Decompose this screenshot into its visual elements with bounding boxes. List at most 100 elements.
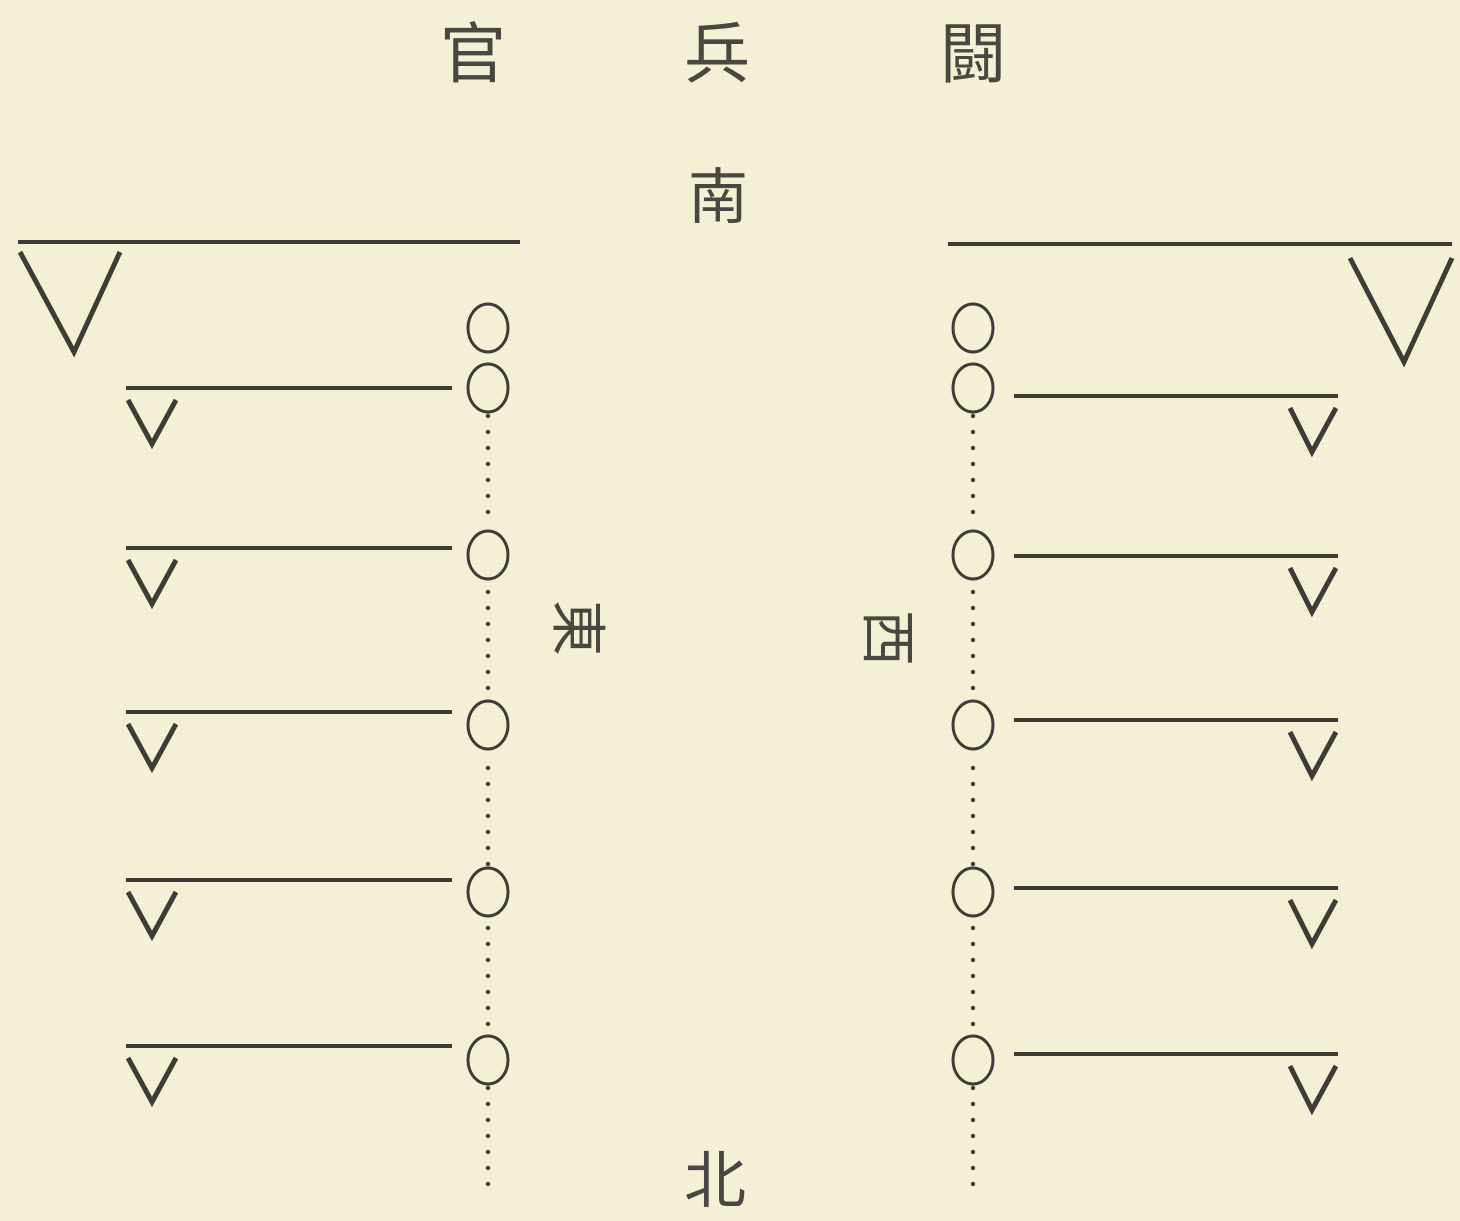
title-char-1: 官 (440, 16, 506, 93)
right-column-dot (970, 925, 976, 931)
left-formation (17, 240, 520, 1187)
right-column-dot (970, 445, 976, 451)
title-char-3: 闘 (940, 16, 1006, 93)
left-commander-marker (17, 250, 123, 358)
left-column-dot (485, 509, 491, 515)
right-column-circle (951, 699, 995, 751)
left-column-dot (485, 829, 491, 835)
left-column-dot (485, 685, 491, 691)
left-column-circle (466, 699, 510, 751)
left-column-dot (485, 621, 491, 627)
right-column-dot (970, 621, 976, 627)
left-column-dot (485, 461, 491, 467)
right-column-dot (970, 1005, 976, 1011)
left-column-dot (485, 1181, 491, 1187)
right-column-dot (970, 605, 976, 611)
left-soldier-marker (125, 558, 179, 610)
right-column-dot (970, 1101, 976, 1107)
right-soldier-marker (1287, 406, 1339, 458)
left-column-dot (485, 1117, 491, 1123)
right-column-dot (970, 1181, 976, 1187)
right-column-circle (951, 302, 995, 354)
right-soldier-marker (1287, 566, 1339, 618)
right-column-dot (970, 781, 976, 787)
right-column-dot (970, 669, 976, 675)
right-column-dot (970, 637, 976, 643)
left-column-dot (485, 1005, 491, 1011)
right-column-dot (970, 765, 976, 771)
right-soldier-marker (1287, 898, 1339, 950)
left-column-dot (485, 1149, 491, 1155)
left-column-dot (485, 941, 491, 947)
left-column-dot (485, 653, 491, 659)
right-column-dot (970, 861, 976, 867)
left-column-dot (485, 861, 491, 867)
left-column-dot (485, 797, 491, 803)
right-column-dot (970, 813, 976, 819)
left-column-dot (485, 669, 491, 675)
left-column-circle (466, 1034, 510, 1086)
left-column-dot (485, 1101, 491, 1107)
left-column-dot (485, 637, 491, 643)
right-column-dot (970, 1021, 976, 1027)
direction-north-label: 北 (684, 1144, 747, 1217)
right-column-dot (970, 973, 976, 979)
left-column-dot (485, 1133, 491, 1139)
right-commander-marker (1347, 256, 1455, 368)
direction-south-label: 南 (688, 163, 748, 233)
left-column-dot (485, 413, 491, 419)
right-formation (948, 242, 1455, 1187)
left-column-dot (485, 989, 491, 995)
right-soldier-marker (1287, 730, 1339, 782)
left-soldier-marker (125, 1056, 179, 1108)
left-column-dot (485, 1165, 491, 1171)
left-column-dot (485, 813, 491, 819)
left-column-dot (485, 973, 491, 979)
right-column-dot (970, 493, 976, 499)
right-column-dot (970, 989, 976, 995)
left-column-dot (485, 1085, 491, 1091)
left-column-dot (485, 781, 491, 787)
right-column-circle (951, 362, 995, 414)
right-column-dot (970, 1117, 976, 1123)
right-column-dot (970, 429, 976, 435)
right-column-dot (970, 653, 976, 659)
left-column-circle (466, 866, 510, 918)
left-soldier-marker (125, 890, 179, 942)
left-column-circle (466, 302, 510, 354)
right-column-dot (970, 461, 976, 467)
left-column-dot (485, 765, 491, 771)
right-column-dot (970, 1149, 976, 1155)
left-column-dot (485, 957, 491, 963)
left-column-circle (466, 529, 510, 581)
left-column-dot (485, 925, 491, 931)
title-char-2: 兵 (684, 16, 750, 93)
left-column-circle (466, 362, 510, 414)
right-column-dot (970, 1133, 976, 1139)
left-soldier-marker (125, 722, 179, 774)
right-column-dot (970, 797, 976, 803)
left-column-dot (485, 845, 491, 851)
left-soldier-marker (125, 398, 179, 450)
right-column-dot (970, 509, 976, 515)
right-column-dot (970, 1165, 976, 1171)
left-column-dot (485, 589, 491, 595)
left-column-dot (485, 477, 491, 483)
right-column-dot (970, 413, 976, 419)
right-column-dot (970, 829, 976, 835)
left-column-dot (485, 429, 491, 435)
right-column-dot (970, 957, 976, 963)
right-column-circle (951, 529, 995, 581)
right-column-dot (970, 941, 976, 947)
right-soldier-marker (1287, 1064, 1339, 1116)
left-column-dot (485, 1021, 491, 1027)
left-column-dot (485, 445, 491, 451)
right-column-circle (951, 866, 995, 918)
left-column-dot (485, 605, 491, 611)
right-column-dot (970, 685, 976, 691)
right-column-dot (970, 589, 976, 595)
right-column-dot (970, 477, 976, 483)
right-column-dot (970, 845, 976, 851)
